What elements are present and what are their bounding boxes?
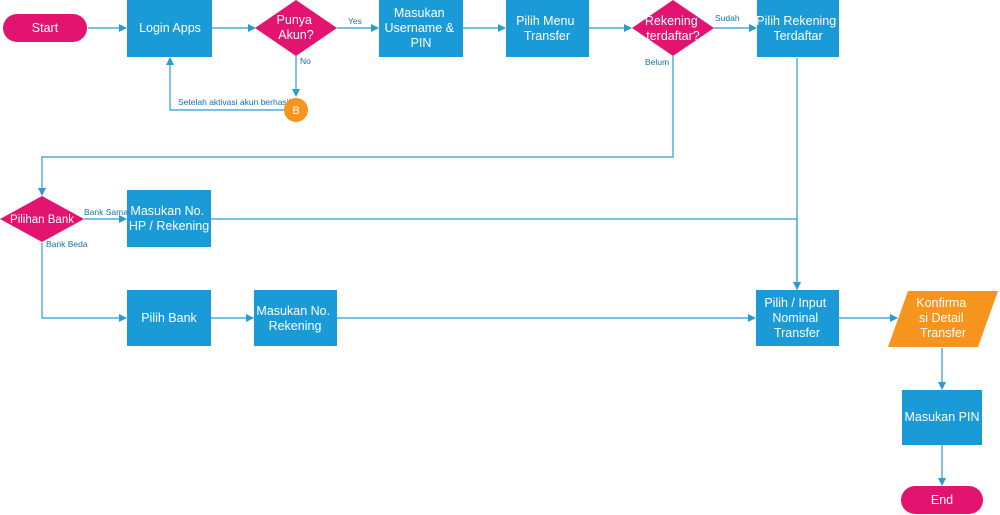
masukan-no-rekening-label: Masukan No. Rekening bbox=[256, 304, 333, 333]
konfirmasi-detail-label: Konfirma si Detail Transfer bbox=[916, 296, 970, 340]
label-bank-sama: Bank Sama bbox=[84, 207, 128, 217]
rekening-terdaftar-decision: Rekening terdaftar? bbox=[632, 0, 714, 56]
pilih-bank-process: Pilih Bank bbox=[127, 290, 211, 346]
label-belum: Belum bbox=[645, 57, 669, 67]
punya-akun-label: Punya Akun? bbox=[277, 13, 316, 42]
start-terminal: Start bbox=[3, 14, 87, 42]
masukan-pin-process: Masukan PIN bbox=[902, 390, 982, 445]
label-sudah: Sudah bbox=[715, 13, 740, 23]
edge-nohp-nominal bbox=[211, 218, 801, 290]
label-no: No bbox=[300, 56, 311, 66]
connector-b: B bbox=[284, 98, 308, 122]
masukan-username-label: Masukan Username & PIN bbox=[385, 6, 458, 50]
masukan-no-rekening-process: Masukan No. Rekening bbox=[254, 290, 337, 346]
masukan-no-hp-process: Masukan No. HP / Rekening bbox=[127, 190, 211, 247]
end-terminal: End bbox=[901, 486, 983, 514]
punya-akun-decision: Punya Akun? bbox=[255, 0, 337, 56]
pilih-rekening-terdaftar-process: Pilih Rekening Terdaftar bbox=[756, 0, 839, 57]
connector-b-label: B bbox=[292, 105, 299, 117]
pilih-menu-transfer-label: Pilih Menu Transfer bbox=[516, 14, 578, 43]
pilih-rekening-terdaftar-label: Pilih Rekening Terdaftar bbox=[756, 14, 839, 43]
masukan-username-process: Masukan Username & PIN bbox=[379, 0, 463, 57]
pilih-bank-label: Pilih Bank bbox=[141, 311, 197, 325]
pilihan-bank-decision: Pilihan Bank bbox=[0, 196, 84, 242]
login-apps-label: Login Apps bbox=[139, 21, 201, 35]
pilih-input-nominal-process: Pilih / Input Nominal Transfer bbox=[756, 290, 839, 346]
edge-bank-beda bbox=[41, 243, 127, 322]
rekening-terdaftar-label: Rekening terdaftar? bbox=[645, 14, 701, 43]
pilih-menu-transfer-process: Pilih Menu Transfer bbox=[506, 0, 589, 57]
start-label: Start bbox=[32, 21, 59, 35]
masukan-no-hp-label: Masukan No. HP / Rekening bbox=[129, 204, 209, 233]
edge-b-login bbox=[166, 57, 284, 111]
edges bbox=[38, 24, 946, 486]
end-label: End bbox=[931, 493, 953, 507]
edge-rekening-belum bbox=[38, 56, 674, 196]
label-yes: Yes bbox=[348, 16, 362, 26]
pilih-input-nominal-label: Pilih / Input Nominal Transfer bbox=[764, 296, 829, 340]
pilihan-bank-label: Pilihan Bank bbox=[10, 214, 74, 226]
label-bank-beda: Bank Beda bbox=[46, 239, 88, 249]
konfirmasi-detail-io: Konfirma si Detail Transfer bbox=[888, 291, 998, 347]
label-aktivasi: Setelah aktivasi akun berhasil bbox=[178, 97, 291, 107]
login-apps-process: Login Apps bbox=[127, 0, 212, 57]
masukan-pin-label: Masukan PIN bbox=[904, 410, 979, 424]
